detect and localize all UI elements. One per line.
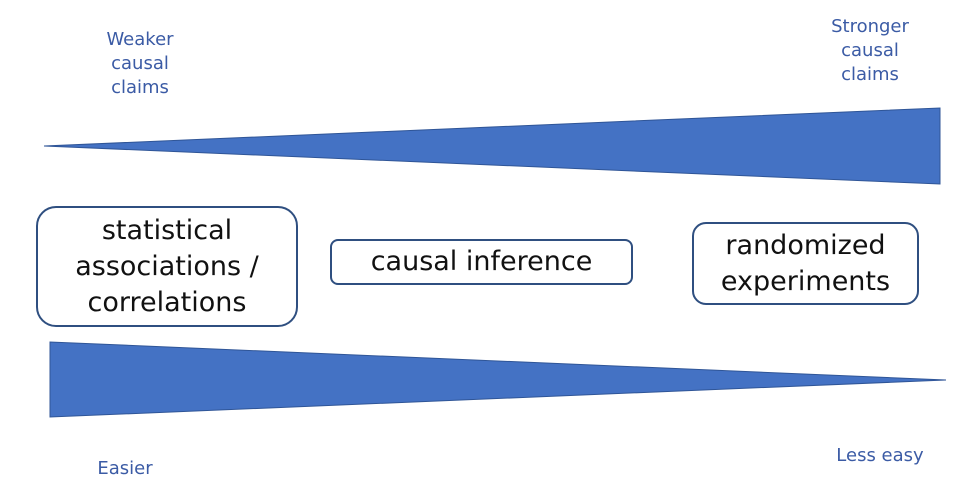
stat-line-3: correlations: [87, 286, 247, 318]
randomized-experiments-box: randomized experiments: [692, 222, 919, 305]
rand-line-2: experiments: [720, 265, 891, 297]
rand-line-1: randomized: [725, 229, 886, 261]
causal-inference-box: causal inference: [330, 239, 633, 285]
stat-line-1: statistical: [101, 214, 233, 246]
weaker-line-1: Weaker: [106, 29, 174, 50]
stronger-line-3: claims: [841, 64, 899, 85]
statistical-associations-box: statistical associations / correlations: [36, 206, 298, 327]
stronger-causal-claims-label: Stronger causal claims: [820, 15, 920, 87]
weaker-causal-claims-label: Weaker causal claims: [90, 28, 190, 100]
ease-wedge: [49, 341, 947, 418]
weaker-line-3: claims: [111, 77, 169, 98]
stat-line-2: associations /: [75, 250, 259, 282]
easier-label: Easier: [97, 458, 153, 479]
weaker-line-2: causal: [111, 53, 169, 74]
less-easy-label: Less easy: [836, 445, 924, 466]
claim-strength-wedge: [43, 107, 941, 185]
causal-inference-text: causal inference: [370, 246, 593, 277]
stronger-line-2: causal: [841, 40, 899, 61]
stronger-line-1: Stronger: [831, 16, 909, 37]
